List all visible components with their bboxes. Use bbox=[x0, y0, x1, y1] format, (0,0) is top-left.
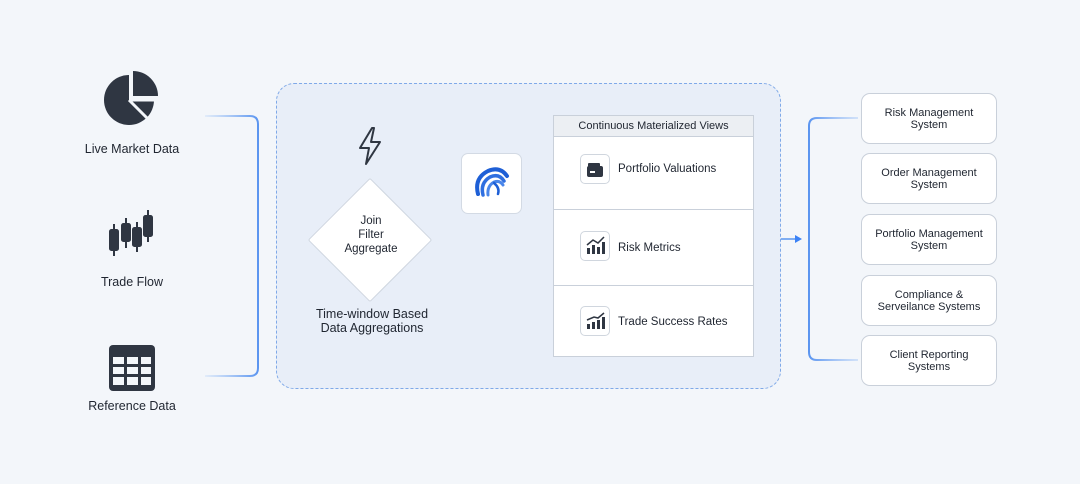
target-line: Systems bbox=[907, 360, 951, 373]
source-reference-data bbox=[108, 344, 156, 392]
target-compliance: Compliance &Serveilance Systems bbox=[861, 275, 997, 326]
operation-filter: Filter bbox=[358, 229, 384, 241]
source-label-trade-flow: Trade Flow bbox=[100, 275, 164, 289]
process-operations: Join Filter Aggregate bbox=[318, 214, 424, 256]
lightning-icon bbox=[356, 126, 384, 166]
source-label-reference-data: Reference Data bbox=[88, 399, 176, 413]
source-label-live-market: Live Market Data bbox=[84, 142, 180, 156]
views-arrowhead bbox=[795, 235, 802, 243]
candlestick-icon bbox=[109, 210, 153, 256]
table-icon bbox=[109, 345, 155, 391]
bar-chart-icon bbox=[580, 231, 610, 261]
target-line: System bbox=[910, 118, 948, 131]
source-live-market bbox=[100, 68, 162, 130]
caption-line-1: Time-window Based bbox=[315, 307, 429, 321]
source-trade-flow bbox=[106, 208, 156, 260]
views-title: Continuous Materialized Views bbox=[554, 116, 753, 137]
target-line: Portfolio Management bbox=[875, 227, 983, 240]
process-caption: Time-window Based Data Aggregations bbox=[292, 307, 452, 335]
target-line: Compliance & bbox=[894, 288, 964, 301]
target-line: Client Reporting bbox=[889, 348, 969, 361]
target-line: Risk Management bbox=[884, 106, 974, 119]
wave-logo-icon bbox=[475, 167, 509, 197]
target-bracket-line bbox=[808, 117, 858, 361]
caption-line-2: Data Aggregations bbox=[320, 321, 424, 335]
target-line: System bbox=[910, 239, 948, 252]
pie-chart-icon bbox=[104, 71, 158, 125]
view-label-portfolio-valuations: Portfolio Valuations bbox=[618, 163, 717, 175]
materialized-views-panel: Continuous Materialized Views Portfolio … bbox=[553, 115, 754, 357]
view-item-risk-metrics: Risk Metrics bbox=[554, 209, 753, 286]
source-bracket-line bbox=[205, 115, 259, 377]
view-item-trade-success: Trade Success Rates bbox=[554, 285, 753, 357]
view-item-portfolio-valuations: Portfolio Valuations bbox=[554, 136, 753, 209]
operation-aggregate: Aggregate bbox=[344, 243, 398, 255]
target-line: Order Management bbox=[881, 166, 977, 179]
logo-box bbox=[461, 153, 522, 214]
view-label-trade-success: Trade Success Rates bbox=[618, 316, 728, 328]
view-label-risk-metrics: Risk Metrics bbox=[618, 242, 681, 254]
target-line: Serveilance Systems bbox=[877, 300, 981, 313]
trend-chart-icon bbox=[580, 306, 610, 336]
target-line: System bbox=[910, 178, 948, 191]
wallet-icon bbox=[580, 154, 610, 184]
operation-join: Join bbox=[360, 215, 382, 227]
